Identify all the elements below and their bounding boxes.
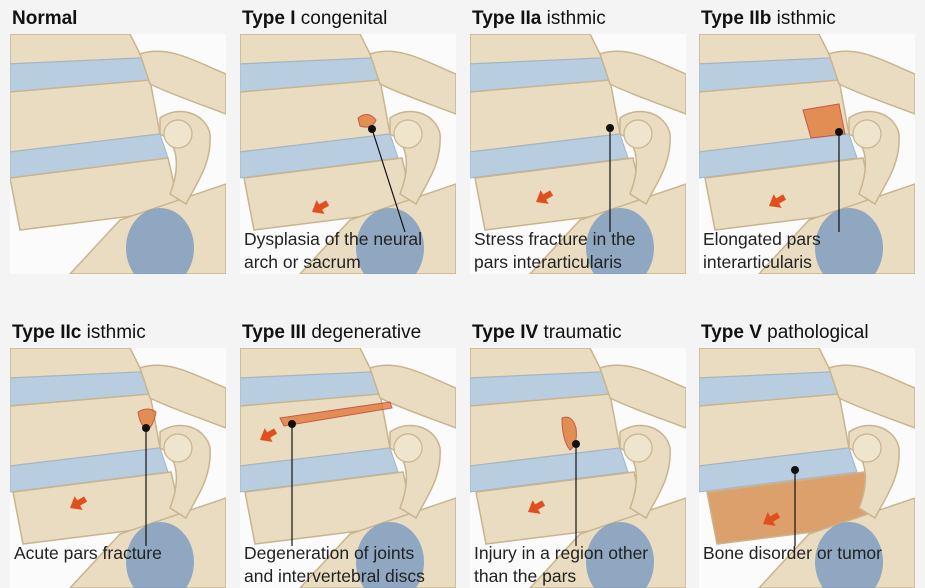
pointer-dot [572, 440, 580, 448]
type-label: Type I [242, 8, 296, 29]
panel-title: Type IV traumatic [472, 322, 622, 344]
caption-line-2: interarticularis [703, 251, 812, 273]
articular-process [164, 120, 192, 148]
articular-process [394, 434, 422, 462]
subtype-label: traumatic [543, 322, 621, 343]
subtype-label: degenerative [311, 322, 421, 343]
panel-title: Normal [12, 8, 77, 30]
articular-process [853, 120, 881, 148]
caption-line-2: arch or sacrum [244, 251, 361, 273]
caption-line-2: than the pars [474, 565, 576, 587]
spine-svg [10, 34, 226, 274]
caption-line-1: Stress fracture in the [474, 228, 635, 250]
spine-illustration [10, 34, 226, 274]
panel-title: Type IIb isthmic [701, 8, 836, 30]
panel-title: Type I congenital [242, 8, 387, 30]
articular-process [164, 434, 192, 462]
pointer-dot [288, 420, 296, 428]
panel-title: Type V pathological [701, 322, 869, 344]
type-label: Type IIc [12, 322, 81, 343]
caption-line-1: Bone disorder or tumor [703, 542, 882, 564]
subtype-label: pathological [767, 322, 868, 343]
caption-line-1: Injury in a region other [474, 542, 648, 564]
type-label: Type V [701, 322, 762, 343]
type-label: Type IV [472, 322, 538, 343]
caption-line-2: and intervertebral discs [244, 565, 425, 587]
spine-drawing [10, 34, 226, 274]
caption-line-1: Dysplasia of the neural [244, 228, 422, 250]
pointer-dot [368, 125, 376, 133]
articular-process [624, 434, 652, 462]
panel-title: Type IIa isthmic [472, 8, 606, 30]
pointer-dot [835, 128, 843, 136]
type-label: Normal [12, 8, 77, 29]
pointer-dot [142, 424, 150, 432]
pointer-dot [791, 466, 799, 474]
type-label: Type III [242, 322, 306, 343]
subtype-label: isthmic [547, 8, 606, 29]
caption-line-1: Elongated pars [703, 228, 821, 250]
subtype-label: isthmic [777, 8, 836, 29]
articular-process [624, 120, 652, 148]
type-label: Type IIb [701, 8, 771, 29]
caption-line-1: Degeneration of joints [244, 542, 414, 564]
caption-line-1: Acute pars fracture [14, 542, 162, 564]
articular-process [853, 434, 881, 462]
panel-title: Type IIc isthmic [12, 322, 146, 344]
pointer-dot [606, 124, 614, 132]
articular-process [394, 120, 422, 148]
subtype-label: isthmic [87, 322, 146, 343]
subtype-label: congenital [301, 8, 388, 29]
panel-title: Type III degenerative [242, 322, 421, 344]
caption-line-2: pars interarticularis [474, 251, 622, 273]
type-label: Type IIa [472, 8, 541, 29]
